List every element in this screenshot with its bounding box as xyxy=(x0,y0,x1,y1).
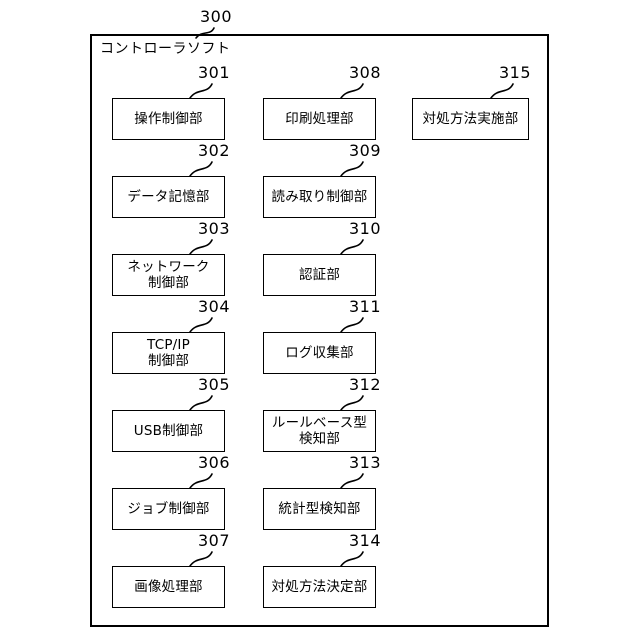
block-309-scan-control[interactable]: 読み取り制御部 xyxy=(263,176,376,218)
ref-num-309: 309 xyxy=(349,141,382,160)
ref-num-311: 311 xyxy=(349,297,382,316)
block-301-label: 操作制御部 xyxy=(134,111,203,127)
ref-num-302: 302 xyxy=(198,141,231,160)
ref-num-315: 315 xyxy=(499,63,532,82)
block-311-log-collection[interactable]: ログ収集部 xyxy=(263,332,376,374)
ref-num-301: 301 xyxy=(198,63,231,82)
block-306-label: ジョブ制御部 xyxy=(127,501,210,517)
block-305-label: USB制御部 xyxy=(133,423,204,439)
ref-num-305: 305 xyxy=(198,375,231,394)
block-315-label: 対処方法実施部 xyxy=(422,111,519,127)
ref-num-314: 314 xyxy=(349,531,382,550)
ref-num-307: 307 xyxy=(198,531,231,550)
block-313-label: 統計型検知部 xyxy=(278,501,361,517)
ref-num-304: 304 xyxy=(198,297,231,316)
block-302-data-storage[interactable]: データ記憶部 xyxy=(112,176,225,218)
block-303-network-control[interactable]: ネットワーク 制御部 xyxy=(112,254,225,296)
block-302-label: データ記憶部 xyxy=(127,189,210,205)
block-309-label: 読み取り制御部 xyxy=(271,189,368,205)
block-310-label: 認証部 xyxy=(298,267,341,283)
ref-num-310: 310 xyxy=(349,219,382,238)
ref-num-306: 306 xyxy=(198,453,231,472)
ref-num-303: 303 xyxy=(198,219,231,238)
block-315-countermeasure-execution[interactable]: 対処方法実施部 xyxy=(412,98,529,140)
block-312-label: ルールベース型 検知部 xyxy=(271,415,368,447)
block-313-statistical-detection[interactable]: 統計型検知部 xyxy=(263,488,376,530)
block-314-countermeasure-decision[interactable]: 対処方法決定部 xyxy=(263,566,376,608)
block-312-rule-based-detection[interactable]: ルールベース型 検知部 xyxy=(263,410,376,452)
block-308-print-processing[interactable]: 印刷処理部 xyxy=(263,98,376,140)
block-306-job-control[interactable]: ジョブ制御部 xyxy=(112,488,225,530)
ref-num-300: 300 xyxy=(200,7,233,26)
block-311-label: ログ収集部 xyxy=(285,345,354,361)
block-304-label: TCP/IP 制御部 xyxy=(147,337,190,369)
block-305-usb-control[interactable]: USB制御部 xyxy=(112,410,225,452)
block-308-label: 印刷処理部 xyxy=(285,111,354,127)
ref-num-308: 308 xyxy=(349,63,382,82)
controller-software-title: コントローラソフト xyxy=(100,41,231,57)
ref-num-313: 313 xyxy=(349,453,382,472)
block-301-operation-control[interactable]: 操作制御部 xyxy=(112,98,225,140)
block-303-label: ネットワーク 制御部 xyxy=(127,259,210,291)
ref-num-312: 312 xyxy=(349,375,382,394)
block-304-tcpip-control[interactable]: TCP/IP 制御部 xyxy=(112,332,225,374)
block-307-label: 画像処理部 xyxy=(134,579,203,595)
block-310-authentication[interactable]: 認証部 xyxy=(263,254,376,296)
block-307-image-processing[interactable]: 画像処理部 xyxy=(112,566,225,608)
block-314-label: 対処方法決定部 xyxy=(271,579,368,595)
